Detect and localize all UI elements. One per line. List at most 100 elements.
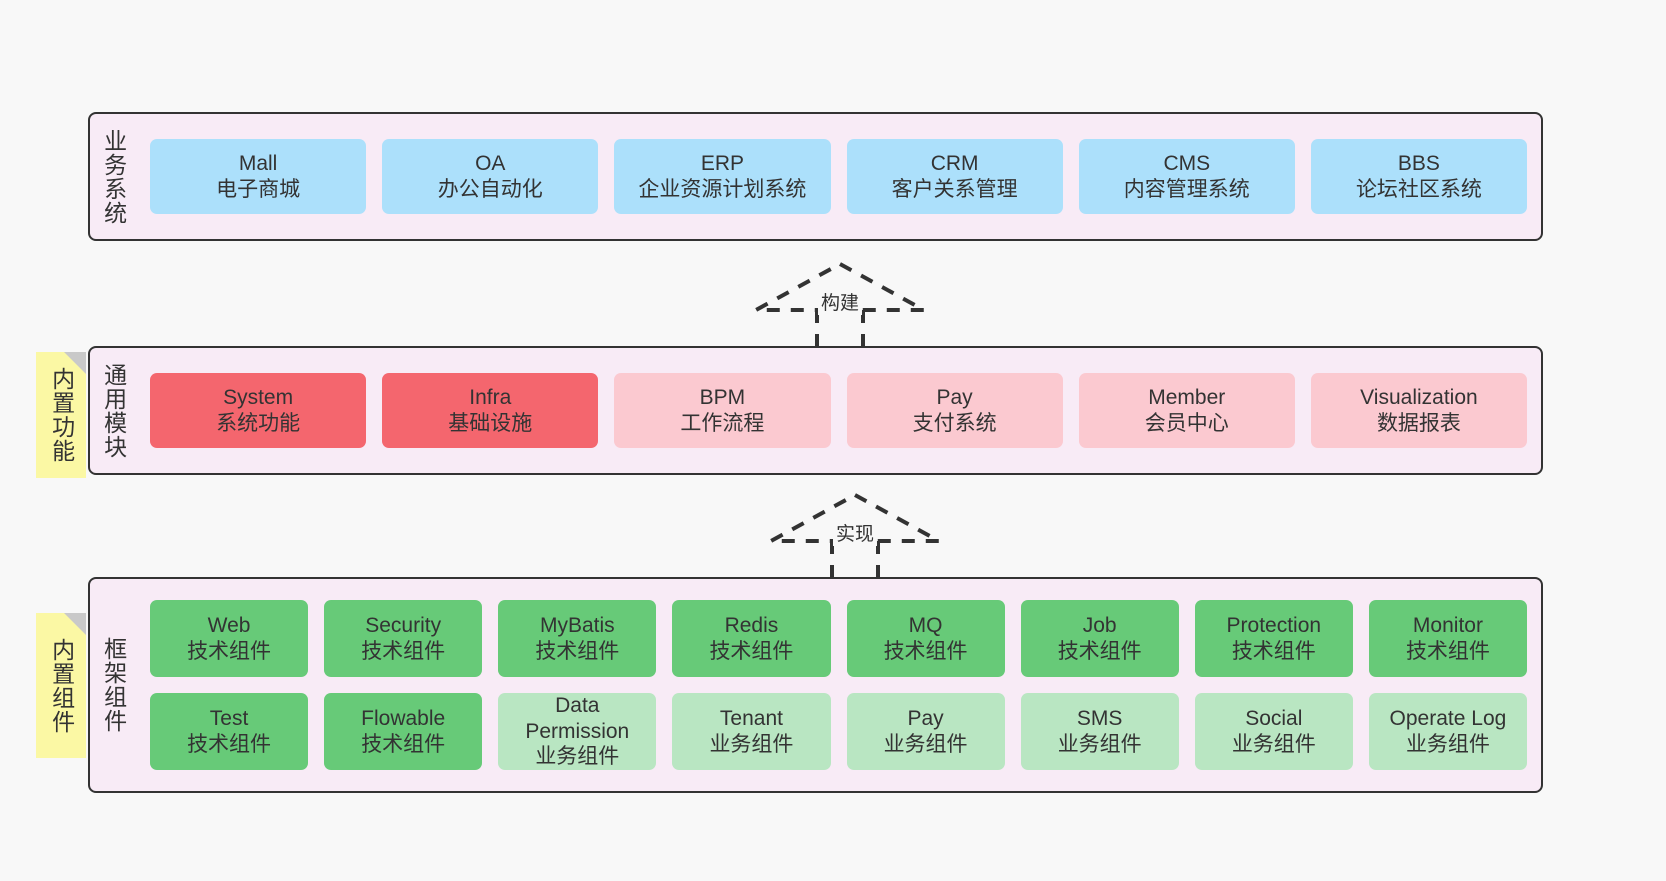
cell-subtitle: 技术组件 — [187, 639, 272, 663]
cell-subtitle: 工作流程 — [680, 411, 765, 435]
cell-subtitle: 业务组件 — [709, 732, 794, 756]
cell-subtitle: 业务组件 — [1057, 732, 1142, 756]
cell-title: Security — [365, 613, 442, 637]
cell-subtitle: 电子商城 — [216, 177, 301, 201]
cell-title: ERP — [700, 151, 745, 175]
layer-business-system-title: 业务系统 — [100, 128, 127, 225]
cell-title: Infra — [469, 385, 512, 409]
cell-title: Member — [1148, 385, 1226, 409]
cell-title: Flowable — [361, 706, 446, 730]
connector-build-label: 构建 — [817, 288, 863, 315]
connector-build-arrow: 构建 — [755, 258, 925, 348]
cell-title: BBS — [1397, 151, 1440, 175]
cell-subtitle: 技术组件 — [1057, 639, 1142, 663]
cell-title: Mall — [238, 151, 278, 175]
connector-implement-label: 实现 — [832, 519, 878, 546]
cell-title: BPM — [699, 385, 746, 409]
cell-subtitle: 客户关系管理 — [891, 177, 1018, 201]
cell-subtitle: 业务组件 — [1405, 732, 1490, 756]
cell-subtitle: 系统功能 — [216, 411, 301, 435]
cell-title: Visualization — [1360, 385, 1478, 409]
cell-title: Protection — [1226, 613, 1322, 637]
cell-title: Operate Log — [1389, 706, 1507, 730]
cell-title: OA — [475, 151, 506, 175]
cell-subtitle: 技术组件 — [883, 639, 968, 663]
cell-title: CRM — [930, 151, 979, 175]
cell-title: Pay — [907, 706, 944, 730]
cell-subtitle: 技术组件 — [187, 732, 272, 756]
cell-title: Job — [1082, 613, 1117, 637]
cell-subtitle: 业务组件 — [535, 745, 620, 769]
sticky-note-builtin-components: 内置组件 — [36, 613, 86, 758]
cell-title: MQ — [908, 613, 943, 637]
cell-subtitle: 业务组件 — [1231, 732, 1316, 756]
cell-subtitle: 技术组件 — [361, 639, 446, 663]
cell-subtitle: 技术组件 — [1405, 639, 1490, 663]
cell-title: Web — [207, 613, 251, 637]
cell-subtitle: 技术组件 — [361, 732, 446, 756]
cell-title: System — [223, 385, 294, 409]
sticky-note-builtin-functions-label: 内置功能 — [48, 367, 75, 463]
cell-title: MyBatis — [539, 613, 615, 637]
cell-title: Redis — [724, 613, 779, 637]
cell-subtitle: 技术组件 — [709, 639, 794, 663]
cell-subtitle: 企业资源计划系统 — [638, 177, 807, 201]
cell-subtitle: 会员中心 — [1144, 411, 1229, 435]
sticky-fold-corner-icon — [64, 352, 86, 374]
sticky-note-builtin-functions: 内置功能 — [36, 352, 86, 478]
cell-title: Test — [209, 706, 249, 730]
cell-title: Social — [1245, 706, 1303, 730]
cell-title: Data Permission — [525, 694, 630, 743]
cell-subtitle: 支付系统 — [912, 411, 997, 435]
cell-title: Pay — [936, 385, 973, 409]
connector-implement-arrow: 实现 — [770, 489, 940, 579]
cell-title: Monitor — [1412, 613, 1483, 637]
cell-subtitle: 内容管理系统 — [1123, 177, 1250, 201]
cell-subtitle: 业务组件 — [883, 732, 968, 756]
cell-title: CMS — [1163, 151, 1211, 175]
sticky-fold-corner-icon — [64, 613, 86, 635]
cell-subtitle: 技术组件 — [1231, 639, 1316, 663]
cell-subtitle: 论坛社区系统 — [1355, 177, 1482, 201]
cell-subtitle: 技术组件 — [535, 639, 620, 663]
cell-subtitle: 数据报表 — [1376, 411, 1461, 435]
